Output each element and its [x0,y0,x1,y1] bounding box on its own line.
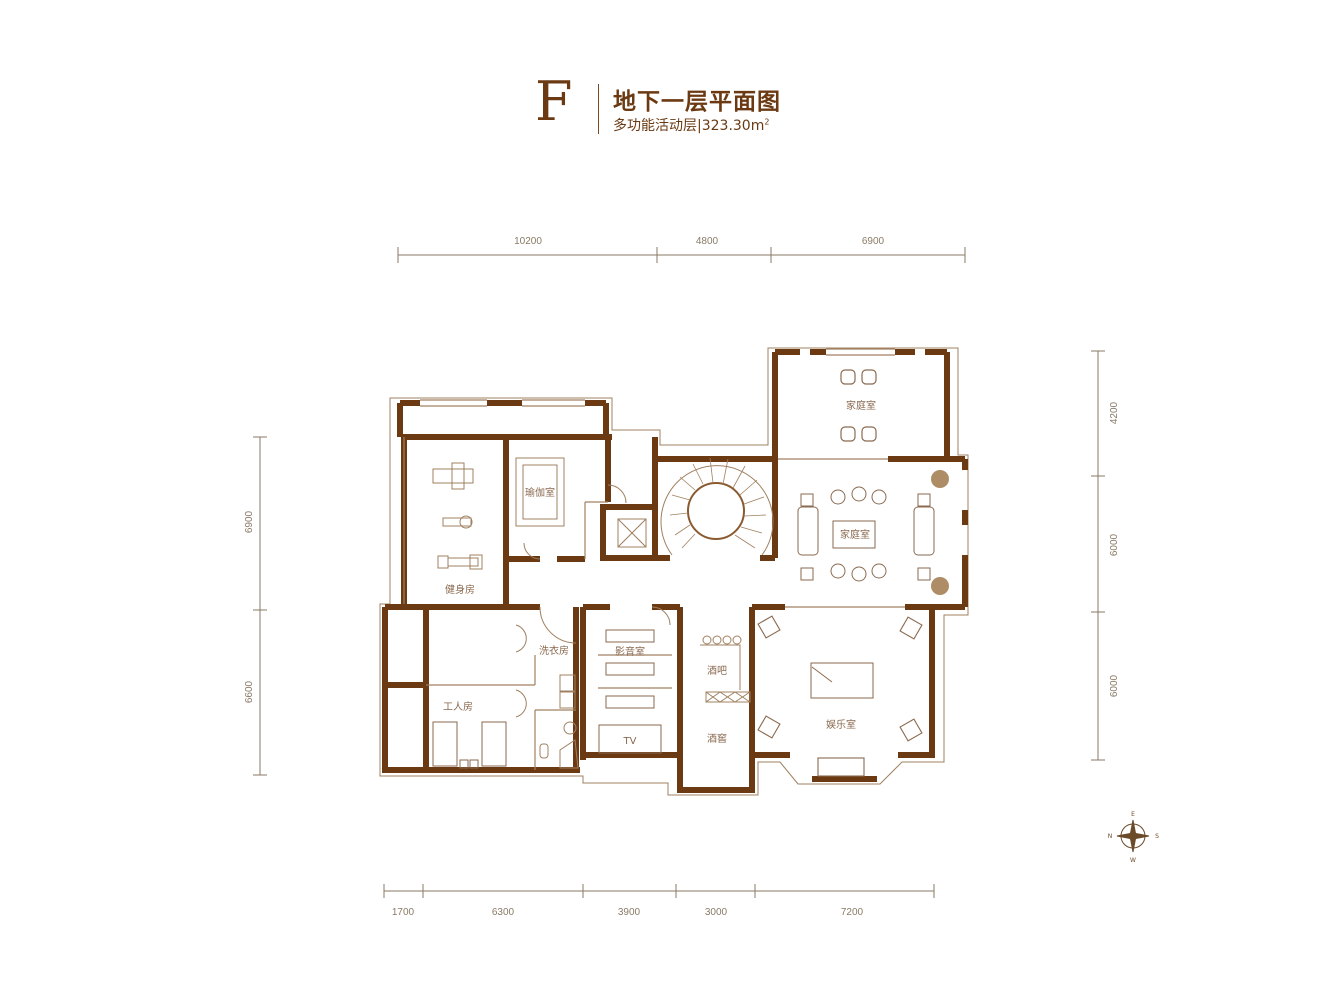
room-label-laundry: 洗衣房 [539,644,569,657]
bar-counter-icon [700,635,751,703]
room-label-family-top: 家庭室 [846,399,876,412]
dim-bottom-1: 1700 [392,907,415,918]
dim-right-1: 4200 [1109,401,1120,424]
room-label-bar: 酒吧 [707,665,727,677]
room-label-staff: 工人房 [443,700,473,713]
dim-top-3: 6900 [862,236,885,247]
room-label-cellar: 酒窖 [707,732,727,745]
dim-bottom-3: 3900 [618,907,641,918]
room-label-theater: 影音室 [615,645,645,658]
recreation-chairs-icon [757,615,923,777]
room-label-gym: 健身房 [445,583,475,596]
plan-title: 地下一层平面图 [613,89,781,115]
compass-icon [1116,819,1150,853]
walls [382,349,968,793]
floor-function: 多功能活动层 [613,118,697,134]
room-label-yoga: 瑜伽室 [525,486,555,499]
dimension-right [1091,350,1105,761]
dimension-bottom [383,884,935,898]
dim-right-3: 6000 [1109,674,1120,697]
dimension-top [397,247,966,263]
compass-left: N [1108,833,1113,840]
room-label-recreation: 娱乐室 [826,718,856,731]
title-separator [598,84,599,134]
dim-bottom-2: 6300 [492,907,515,918]
sofa-set-icon [797,486,935,582]
theater-seats-icon [598,629,662,754]
compass-bottom: W [1130,857,1136,864]
billiard-table-icon [810,662,874,699]
floor-area: 323.30m [701,118,765,134]
armchair-icon [840,369,877,442]
room-label-family-main: 家庭室 [840,528,870,541]
dim-left-1: 6900 [244,510,255,533]
elevator-icon [617,518,647,548]
dim-left-2: 6600 [244,680,255,703]
dim-bottom-5: 7200 [841,907,864,918]
room-label-tv: TV [623,736,637,747]
area-unit-sup: 2 [764,117,770,127]
thin-walls [403,348,905,770]
plan-letter: F [535,70,573,133]
plan-subtitle: 多功能活动层|323.30m2 [613,117,770,134]
dimension-left [253,436,267,776]
dim-top-2: 4800 [696,236,719,247]
plant-icon [931,470,949,595]
dim-right-2: 6000 [1109,533,1120,556]
door-swing-icon [515,484,671,769]
compass-top: E [1131,811,1135,818]
dim-top-1: 10200 [514,236,542,247]
outer-outline [379,347,969,796]
gym-equipment-icon [432,462,483,570]
bed-icon [432,721,507,769]
spiral-staircase-icon [660,457,774,556]
yoga-mat [515,457,565,527]
compass-right: S [1155,833,1159,840]
dim-bottom-4: 3000 [705,907,728,918]
